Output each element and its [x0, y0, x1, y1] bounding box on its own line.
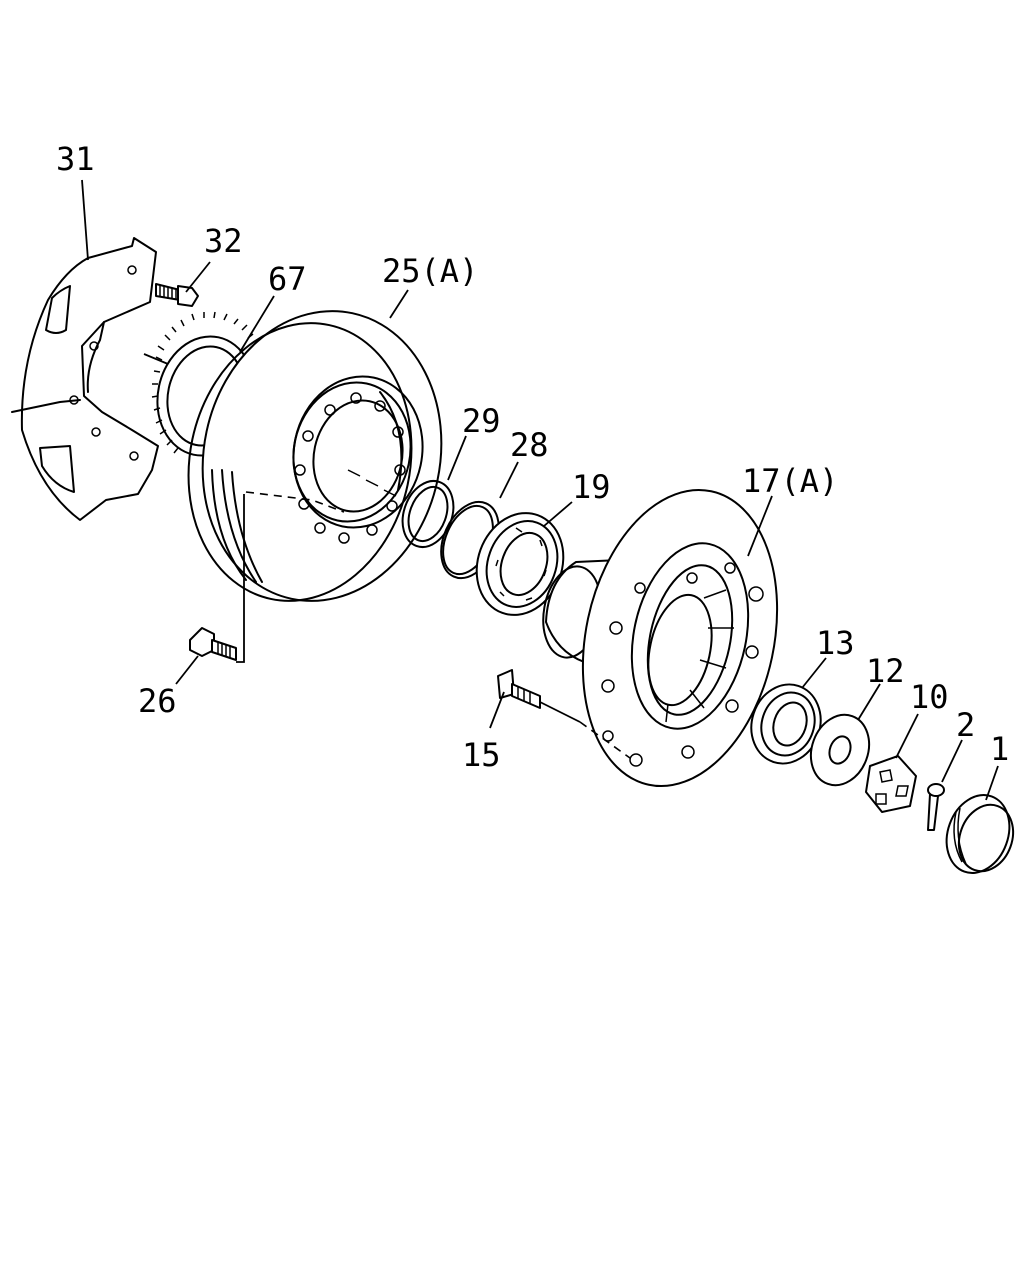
- callout-labels: 31 32 67 25(A) 29 28 19 17(A) 13 12 10 2…: [56, 140, 1009, 774]
- callout-31: 31: [56, 140, 95, 178]
- shield-bolt-part: [155, 283, 199, 307]
- callout-2: 2: [956, 706, 975, 744]
- callout-19: 19: [572, 468, 611, 506]
- disc-bolt-part: [189, 627, 237, 661]
- cotter-pin-part: [927, 783, 945, 831]
- callout-29: 29: [462, 402, 501, 440]
- callout-12: 12: [866, 652, 905, 690]
- lock-washer-part: [809, 713, 871, 787]
- callout-17a: 17(A): [742, 462, 838, 500]
- callout-10: 10: [910, 678, 949, 716]
- callout-25a: 25(A): [382, 252, 478, 290]
- callout-1: 1: [990, 730, 1009, 768]
- assembly-guide-lines: [236, 491, 631, 759]
- callout-28: 28: [510, 426, 549, 464]
- castle-nut-part: [865, 755, 917, 813]
- callout-32: 32: [204, 222, 243, 260]
- brake-disc-part: [187, 310, 443, 602]
- hub-cap-part: [945, 794, 1015, 874]
- callout-67: 67: [268, 260, 307, 298]
- callout-26: 26: [138, 682, 177, 720]
- wheel-hub-part: [542, 488, 779, 788]
- outer-bearing-part: [750, 683, 822, 765]
- callout-15: 15: [462, 736, 501, 774]
- callout-13: 13: [816, 624, 855, 662]
- hub-stud-part: [497, 669, 541, 709]
- dust-shield-part: [11, 237, 159, 521]
- leader-lines: [81, 179, 999, 801]
